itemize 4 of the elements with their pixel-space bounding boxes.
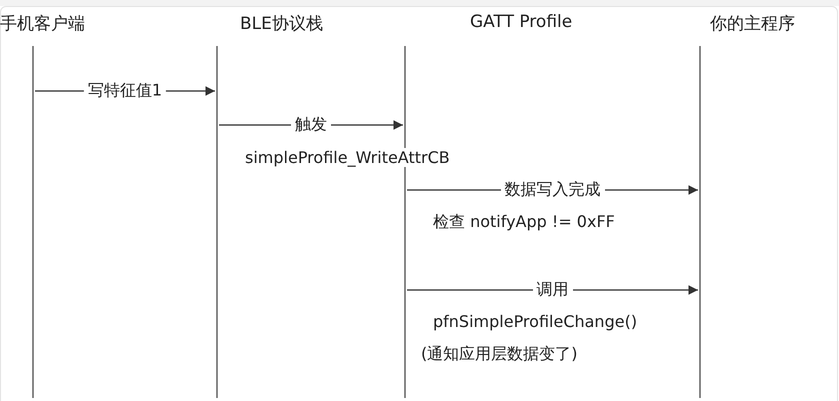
participant-label: 手机客户端: [0, 13, 85, 35]
participant-label: GATT Profile: [470, 12, 572, 32]
participant-label: 你的主程序: [710, 13, 795, 35]
participant-label: BLE协议栈: [240, 13, 323, 35]
